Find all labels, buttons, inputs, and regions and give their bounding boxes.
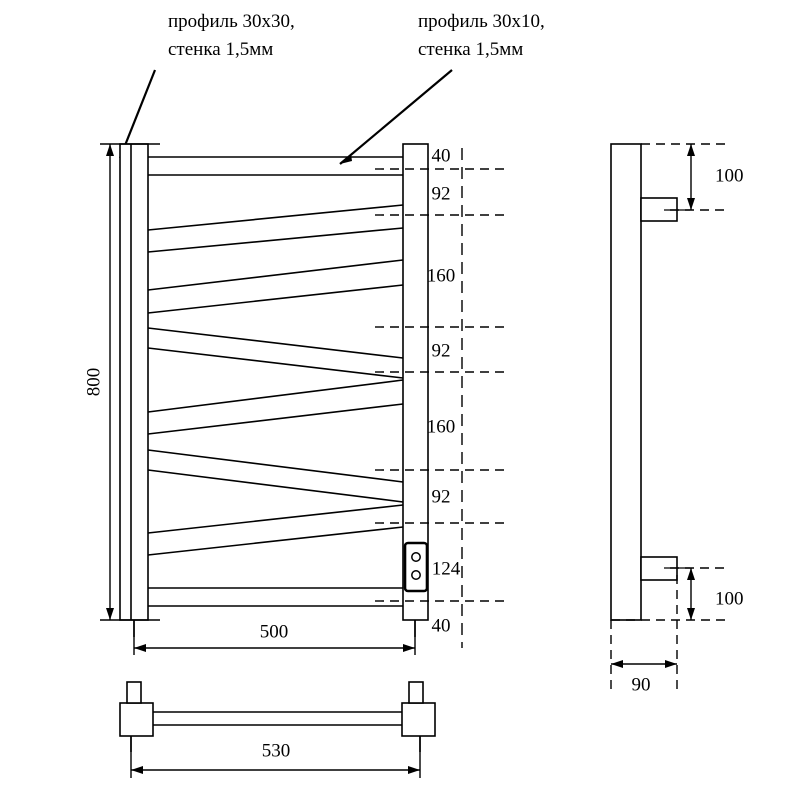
front-rung-slanted-3: [147, 327, 404, 379]
front-view: 800 40 92 160 92 160 92 124 40: [83, 143, 510, 655]
dim-label-500: 500: [260, 621, 289, 642]
dim-overall-height: 800: [83, 143, 160, 621]
dim-label-seg-4: 92: [432, 340, 451, 361]
front-right-rail: [402, 143, 429, 637]
dim-label-seg-1: 40: [432, 145, 451, 166]
dim-top-100: 100: [687, 144, 744, 210]
front-rung-slanted-5: [147, 449, 404, 503]
dim-label-seg-8: 40: [432, 615, 451, 636]
dim-width-530: 530: [130, 736, 421, 778]
front-rung-slanted-4: [147, 379, 404, 435]
control-unit[interactable]: [403, 541, 429, 593]
dim-label-seg-6: 92: [432, 486, 451, 507]
dim-label-90: 90: [632, 674, 651, 695]
note-left-line2: стенка 1,5мм: [168, 39, 273, 60]
control-button-upper: [411, 552, 421, 562]
dim-label-seg-2: 92: [432, 183, 451, 204]
front-left-rail: [119, 143, 149, 637]
dim-label-bottom-100: 100: [715, 588, 744, 609]
side-bracket-top: [640, 197, 690, 222]
dim-label-800: 800: [83, 368, 104, 397]
dim-label-530: 530: [262, 740, 291, 761]
plan-left-tab: [126, 681, 142, 704]
plan-right-block: [401, 702, 436, 737]
note-right-line1: профиль 30х10,: [418, 11, 545, 32]
control-button-lower: [411, 570, 421, 580]
front-rung-slanted-1: [147, 204, 404, 253]
front-extension-lines: [375, 168, 510, 602]
front-rung-slanted-6: [147, 504, 404, 556]
plan-right-tab: [408, 681, 424, 704]
dim-label-top-100: 100: [715, 165, 744, 186]
note-left-line1: профиль 30х30,: [168, 11, 295, 32]
dim-label-seg-3: 160: [427, 265, 456, 286]
dim-depth-90: 90: [611, 660, 677, 695]
dim-label-seg-7: 124: [432, 558, 461, 579]
dim-bottom-100: 100: [687, 568, 744, 620]
front-rung-top: [148, 156, 403, 176]
side-bracket-bottom: [640, 556, 690, 581]
plan-view: 530: [119, 681, 436, 778]
side-profile: [610, 143, 642, 621]
note-right-line2: стенка 1,5мм: [418, 39, 523, 60]
dim-width-500: 500: [133, 620, 416, 655]
side-view: 100 100 90: [610, 143, 744, 695]
front-rung-slanted-2: [147, 259, 404, 314]
plan-left-block: [119, 702, 154, 737]
dim-label-seg-5: 160: [427, 416, 456, 437]
front-rung-bottom: [148, 587, 403, 607]
